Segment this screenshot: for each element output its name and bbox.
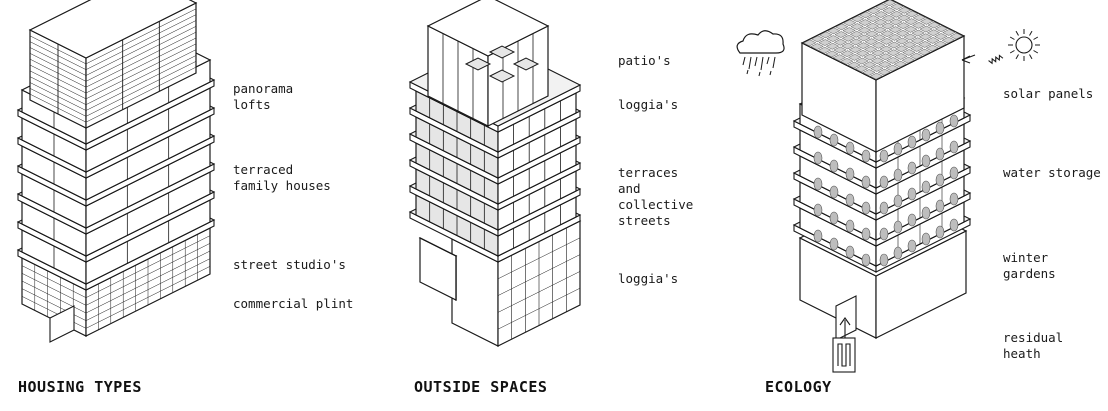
building-outside-spaces — [410, 0, 580, 346]
sun-ray — [1030, 55, 1033, 59]
tree — [880, 202, 888, 214]
tree — [894, 143, 902, 155]
sun-ray — [1034, 51, 1038, 54]
tree — [862, 176, 870, 188]
tree — [950, 141, 958, 153]
sun-ray — [1016, 31, 1019, 35]
tree — [908, 162, 916, 174]
panel-title-ecology: ECOLOGY — [765, 378, 832, 396]
tree — [830, 186, 838, 198]
tree — [846, 168, 854, 180]
tree — [830, 238, 838, 250]
tree — [922, 155, 930, 167]
tree — [950, 219, 958, 231]
tree — [894, 221, 902, 233]
tree — [846, 194, 854, 206]
tree — [862, 202, 870, 214]
tree — [814, 152, 822, 164]
cloud-rain-icon — [737, 31, 784, 76]
tree — [880, 228, 888, 240]
tree — [922, 129, 930, 141]
tree — [922, 233, 930, 245]
tree — [880, 176, 888, 188]
label-residual-heath: residual heath — [1003, 330, 1108, 362]
label-loggias-top: loggia's — [618, 97, 678, 113]
tree — [950, 193, 958, 205]
tree — [830, 160, 838, 172]
label-panorama-lofts: panorama lofts — [233, 81, 293, 113]
tree — [936, 148, 944, 160]
tree — [830, 134, 838, 146]
sun-ray — [1034, 37, 1038, 40]
label-terraces-collective-streets: terraces and collective streets — [618, 165, 693, 229]
tree — [880, 254, 888, 266]
tree — [908, 240, 916, 252]
tree — [862, 228, 870, 240]
label-loggias-bottom: loggia's — [618, 271, 678, 287]
building-ecology — [794, 0, 970, 340]
tree — [830, 212, 838, 224]
label-commercial-plint: commercial plint — [233, 296, 353, 312]
tree — [814, 230, 822, 242]
building-housing-types — [18, 0, 214, 342]
tree — [936, 200, 944, 212]
label-terraced-family-houses: terraced family houses — [233, 162, 331, 194]
tree — [862, 150, 870, 162]
tree — [894, 195, 902, 207]
tree — [936, 174, 944, 186]
tree — [922, 207, 930, 219]
tree — [894, 169, 902, 181]
panel-title-outside-spaces: OUTSIDE SPACES — [414, 378, 547, 396]
label-winter-gardens: winter gardens — [1003, 250, 1108, 282]
label-street-studios: street studio's — [233, 257, 346, 273]
label-patios: patio's — [618, 53, 671, 69]
tree — [936, 226, 944, 238]
tree — [908, 188, 916, 200]
tree — [880, 150, 888, 162]
tree — [908, 136, 916, 148]
tree — [922, 181, 930, 193]
tree — [950, 167, 958, 179]
sun-ray — [1010, 51, 1014, 54]
sun-ray — [1030, 31, 1033, 35]
tree — [908, 214, 916, 226]
tree — [814, 126, 822, 138]
label-solar-panels: solar panels — [1003, 86, 1093, 102]
label-water-storage: water storage — [1003, 165, 1101, 181]
sun-ray — [1016, 55, 1019, 59]
sun-ray — [1010, 37, 1014, 40]
tree — [814, 204, 822, 216]
sun-icon — [962, 29, 1040, 64]
tree — [814, 178, 822, 190]
tree — [862, 254, 870, 266]
tree — [894, 247, 902, 259]
panel-title-housing-types: HOUSING TYPES — [18, 378, 142, 396]
tree — [846, 220, 854, 232]
tree — [950, 115, 958, 127]
tree — [846, 142, 854, 154]
tree — [846, 246, 854, 258]
tree — [936, 122, 944, 134]
